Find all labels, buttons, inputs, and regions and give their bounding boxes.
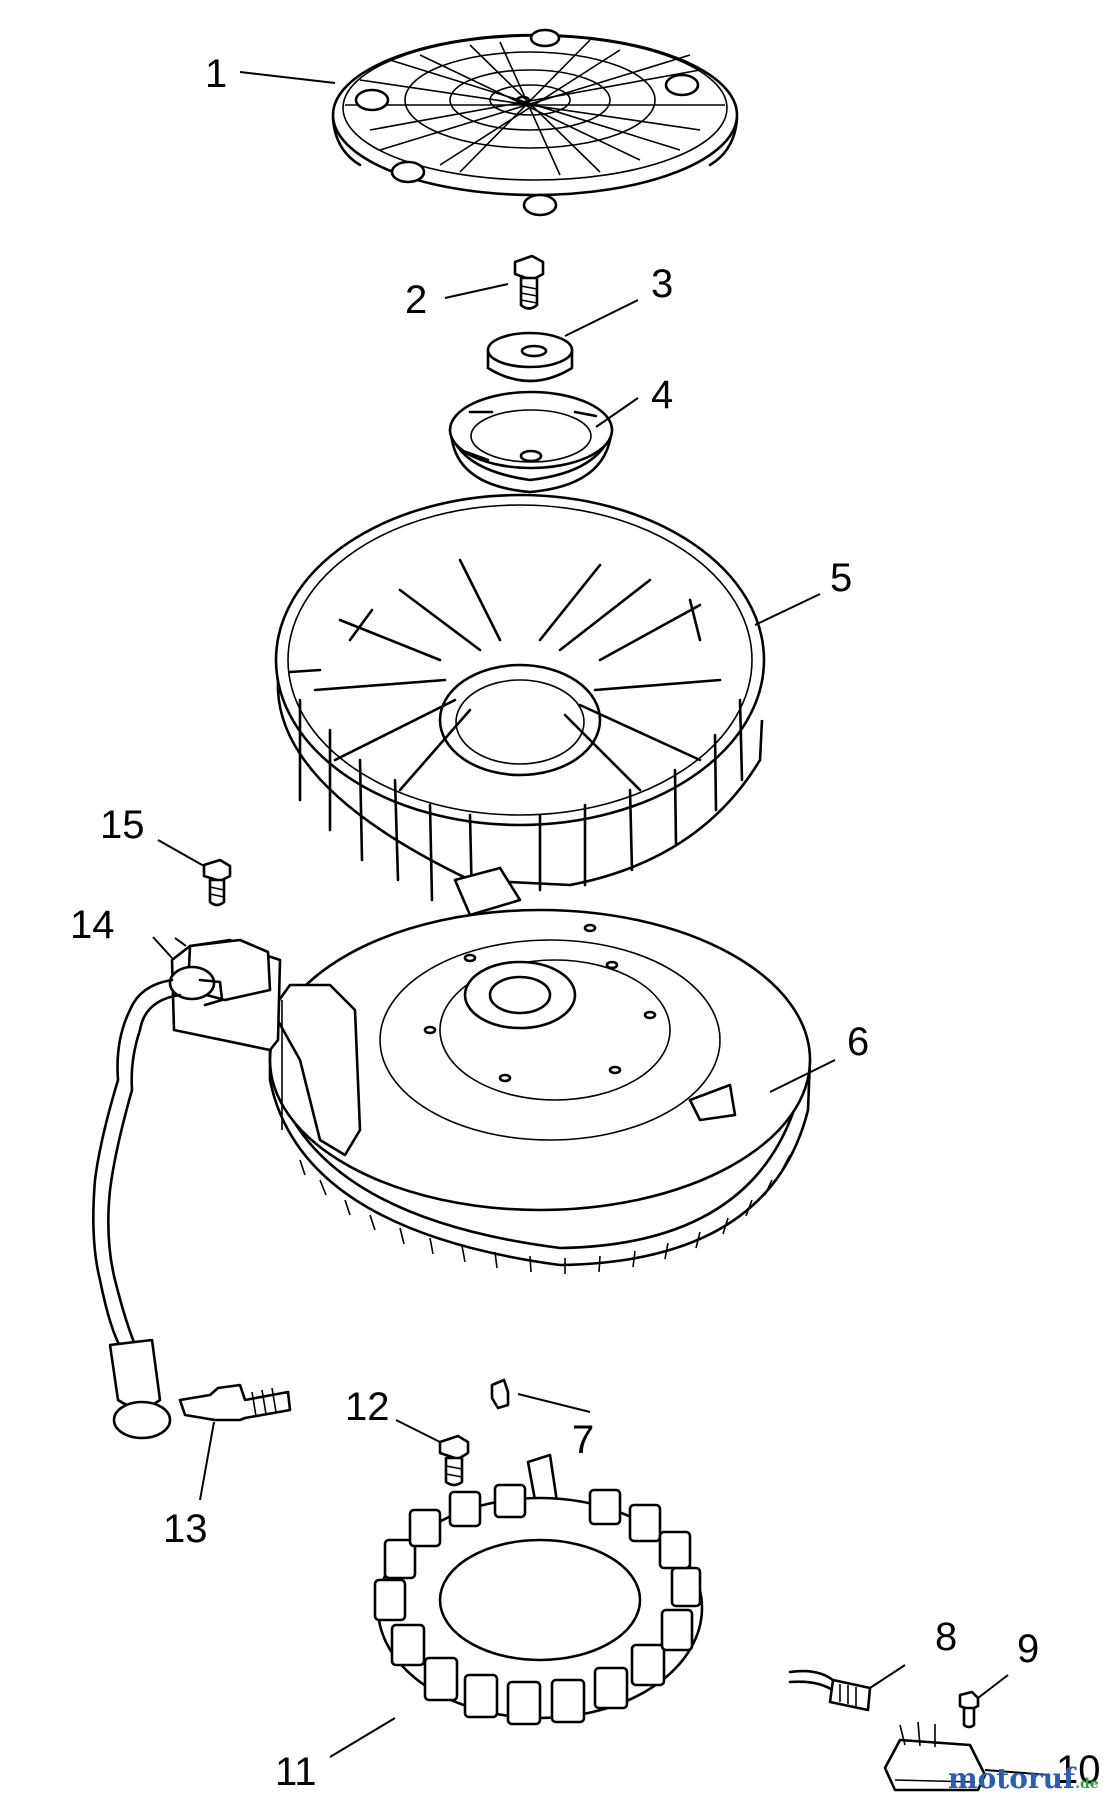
part-13-spark-plug [178, 1383, 292, 1422]
part-9-screw [958, 1690, 980, 1729]
leader-lines [152, 71, 1051, 1776]
callout-10: 10 [1056, 1748, 1101, 1792]
callout-1: 1 [205, 52, 227, 96]
watermark-logo: motoruf.de [948, 1762, 1099, 1795]
part-14-ignition-module [92, 938, 282, 1440]
callout-8: 8 [935, 1615, 957, 1659]
callout-9: 9 [1017, 1627, 1039, 1671]
part-8-connector [788, 1669, 872, 1712]
callout-14: 14 [70, 903, 115, 947]
part-6-flywheel [268, 866, 812, 1274]
part-12-screw [438, 1434, 470, 1487]
part-15-screw [202, 858, 232, 907]
callout-2: 2 [405, 278, 427, 322]
part-2-screw [513, 254, 545, 310]
callout-7: 7 [572, 1418, 594, 1462]
callout-15: 15 [100, 803, 145, 847]
callout-labels: 1 2 3 4 5 6 7 8 9 10 11 12 13 14 15 [70, 52, 1101, 1794]
callout-13: 13 [163, 1507, 208, 1551]
callout-5: 5 [830, 556, 852, 600]
watermark-text: motoruf.de [948, 1762, 1099, 1795]
part-3-spacer [486, 331, 574, 383]
part-11-stator [373, 1453, 704, 1726]
callout-12: 12 [345, 1385, 390, 1429]
part-5-fan [274, 493, 766, 907]
part-1-debris-screen [331, 28, 739, 217]
part-10-regulator [883, 1721, 987, 1792]
part-4-retainer [448, 390, 614, 494]
callout-3: 3 [651, 262, 673, 306]
callout-4: 4 [651, 373, 673, 417]
callout-11: 11 [275, 1750, 317, 1794]
callout-6: 6 [847, 1020, 869, 1064]
part-7-key [490, 1378, 510, 1410]
